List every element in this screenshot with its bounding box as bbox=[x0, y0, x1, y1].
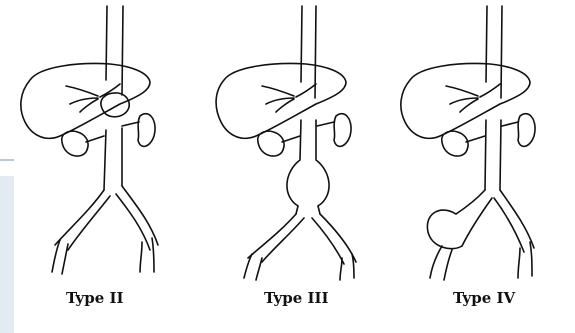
ivc-upper bbox=[106, 6, 123, 95]
iliac-left bbox=[456, 190, 492, 246]
label-type-iv: Type IV bbox=[453, 289, 515, 307]
panel-type-ii bbox=[21, 6, 158, 274]
iliac-left bbox=[55, 190, 110, 250]
panel-type-iv bbox=[401, 6, 535, 280]
iliac-branches bbox=[518, 242, 532, 278]
kidney-left bbox=[518, 114, 535, 147]
retrohepatic-loop bbox=[101, 93, 129, 117]
iliac-left bbox=[248, 214, 304, 262]
liver bbox=[401, 64, 530, 139]
iliac-left-distal bbox=[430, 246, 452, 280]
ivc-lower bbox=[485, 120, 501, 190]
ivc-upper bbox=[301, 6, 316, 98]
renal-veins bbox=[466, 122, 518, 142]
saccular-aneurysm bbox=[427, 210, 462, 249]
renal-veins bbox=[282, 122, 334, 142]
iliac-right bbox=[312, 214, 356, 264]
renal-veins bbox=[86, 122, 139, 142]
liver bbox=[21, 64, 150, 139]
kidney-left bbox=[334, 114, 351, 147]
kidney-right bbox=[62, 131, 88, 156]
iliac-right bbox=[494, 190, 534, 252]
kidney-right bbox=[442, 131, 468, 156]
iliac-branches bbox=[52, 238, 154, 274]
ivc-lower bbox=[104, 128, 122, 190]
ivc-lower bbox=[287, 120, 329, 206]
panel-type-iii bbox=[216, 6, 356, 280]
label-type-ii: Type II bbox=[66, 289, 124, 307]
label-type-iii: Type III bbox=[264, 289, 329, 307]
liver bbox=[216, 64, 346, 139]
iliac-branches bbox=[244, 254, 354, 280]
kidney-right bbox=[258, 131, 284, 156]
ivc-dilation bbox=[296, 206, 320, 214]
kidney-left bbox=[138, 114, 155, 147]
